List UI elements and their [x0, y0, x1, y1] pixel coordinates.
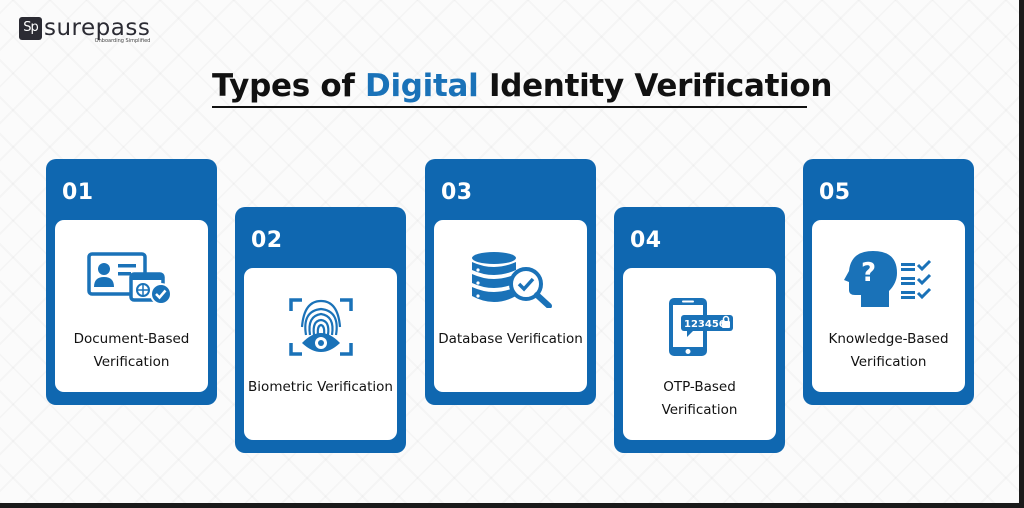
- card-number: 03: [441, 180, 473, 205]
- logo-text: surepass Onboarding Simplified: [44, 15, 151, 45]
- otp-code: 123456: [684, 319, 726, 330]
- card-body: ? Knowledge-Based: [812, 220, 965, 392]
- card-label: Database Verification: [438, 331, 583, 347]
- card-number: 02: [251, 228, 283, 253]
- title-accent: Digital: [365, 68, 479, 104]
- head-question-checklist-icon: ?: [839, 250, 939, 308]
- logo-mark: Sp: [19, 17, 42, 40]
- card-number: 01: [62, 180, 94, 205]
- phone-otp-lock-icon: 123456: [650, 298, 750, 356]
- surepass-logo: Sp surepass Onboarding Simplified: [19, 15, 151, 45]
- card-label: Knowledge-Based Verification: [828, 331, 949, 370]
- title-post: Identity Verification: [478, 68, 833, 104]
- brand-tagline: Onboarding Simplified: [94, 38, 151, 44]
- card-number: 05: [819, 180, 851, 205]
- page-title: Types of Digital Identity Verification: [212, 66, 833, 108]
- card-document-based: 01 Document-Based Verification: [46, 159, 217, 405]
- card-body: Biometric Verification: [244, 268, 397, 440]
- card-body: 123456 OTP-Based Verification: [623, 268, 776, 440]
- fingerprint-eye-scan-icon: [271, 298, 371, 356]
- id-card-check-icon: [82, 250, 182, 308]
- card-label: Document-Based Verification: [73, 331, 190, 370]
- card-label: OTP-Based Verification: [661, 379, 738, 418]
- brand-name: surepass: [44, 15, 151, 41]
- card-body: Document-Based Verification: [55, 220, 208, 392]
- card-number: 04: [630, 228, 662, 253]
- card-knowledge-based: 05 ?: [803, 159, 974, 405]
- card-database: 03 Database Verification: [425, 159, 596, 405]
- svg-text:?: ?: [861, 258, 876, 288]
- database-search-check-icon: [461, 250, 561, 308]
- card-biometric: 02 Biometric Verification: [235, 207, 406, 453]
- card-body: Database Verification: [434, 220, 587, 392]
- card-label: Biometric Verification: [248, 379, 393, 395]
- title-pre: Types of: [212, 68, 366, 104]
- card-otp-based: 04 123456 OTP-Based Verification: [614, 207, 785, 453]
